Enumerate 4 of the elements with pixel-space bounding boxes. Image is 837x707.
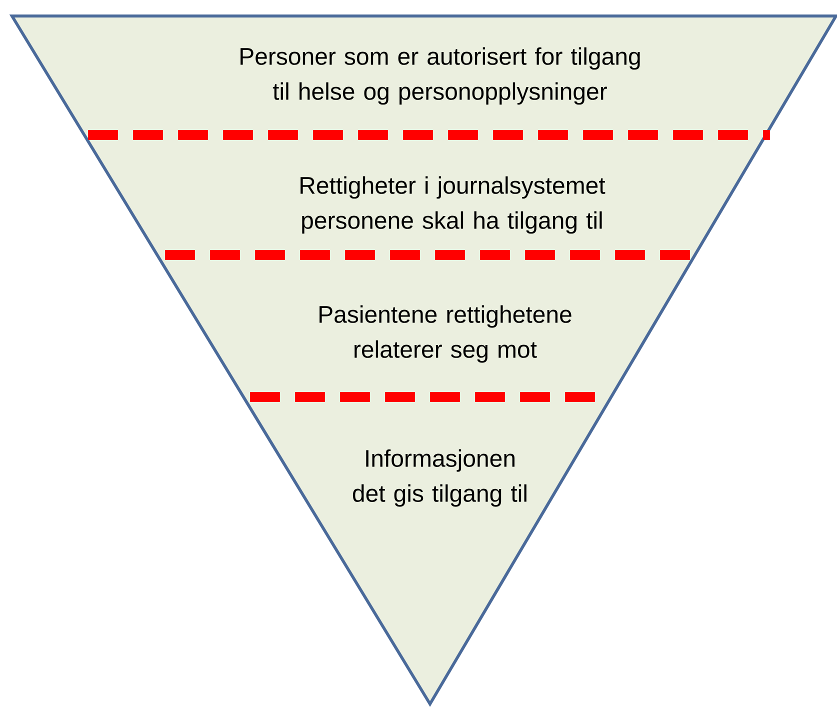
band-text: Personer som er autorisert for tilgang til helse og personopplysninger	[240, 47, 640, 105]
band-text: Rettigheter i journalsystemet personene skal ha tilgang til	[300, 176, 606, 234]
band-text: Informasjonen det gis tilgang til	[352, 449, 526, 507]
band-text: Pasientene rettighetene relaterer seg mot	[320, 305, 572, 363]
